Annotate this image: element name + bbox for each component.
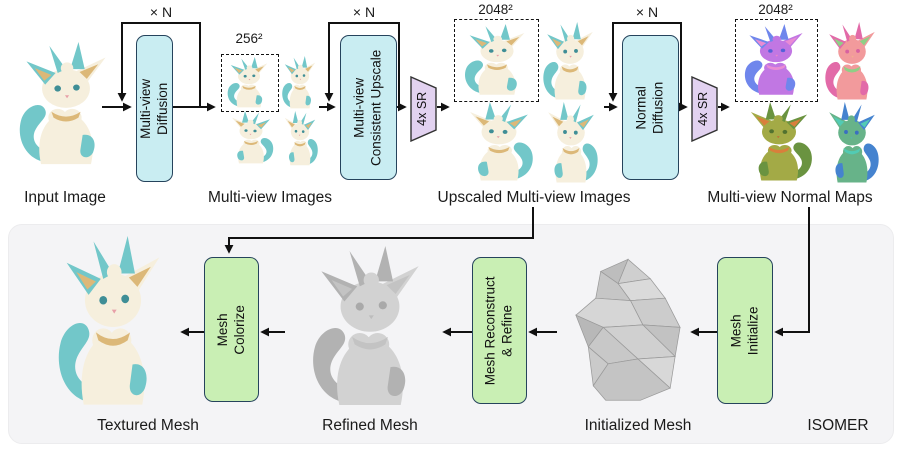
- sr-label: 4x SR: [415, 91, 430, 127]
- refined-mesh-label: Refined Mesh: [322, 417, 418, 434]
- normal-map-back: [742, 102, 816, 183]
- multiview-image-side: [280, 56, 320, 110]
- module-label-line: Multi-view: [351, 77, 367, 138]
- isomer-label: ISOMER: [807, 417, 869, 434]
- resolution-dashed-box: [454, 19, 539, 102]
- multiview-images-label: Multi-view Images: [207, 189, 333, 206]
- normal-maps-label: Multi-view Normal Maps: [707, 189, 873, 206]
- textured-mesh-label: Textured Mesh: [97, 417, 199, 434]
- sr-module-2: 4x SR: [691, 76, 718, 142]
- module-label-line: Initialize: [745, 306, 760, 355]
- multiview-diffusion-module: Multi-view Diffusion: [136, 35, 173, 182]
- sr-label: 4x SR: [696, 91, 711, 127]
- mesh-initialize-module: Mesh Initialize: [717, 257, 773, 404]
- module-label-line: Colorize: [231, 304, 247, 355]
- refined-mesh-image: [306, 246, 434, 410]
- normal-map-side2: [822, 102, 882, 185]
- input-image: [14, 42, 118, 168]
- resolution-dashed-box: [221, 54, 279, 112]
- upscaled-image-side2: [541, 102, 601, 185]
- module-label-line: Multi-view: [137, 78, 153, 139]
- initialized-mesh-image: [566, 252, 690, 410]
- input-image-label: Input Image: [24, 189, 106, 206]
- module-label-line: Diffusion: [650, 81, 666, 134]
- multiview-image-back: [226, 111, 276, 165]
- trapezoid-shape: [691, 76, 718, 142]
- normal-map-side: [822, 22, 882, 102]
- normal-map-front: [741, 24, 811, 97]
- module-label-line: & Refine: [499, 304, 515, 357]
- upscaled-image-front: [461, 24, 533, 97]
- module-label-line: Consistent Upscale: [368, 49, 384, 166]
- mesh-reconstruct-module: Mesh Reconstruct & Refine: [472, 257, 527, 404]
- multiview-image-front: [225, 57, 273, 109]
- module-label-line: Mesh Reconstruct: [482, 276, 498, 385]
- loop-label-2: × N: [352, 4, 376, 20]
- resolution-label-256: 256²: [235, 31, 263, 46]
- loop-label-1: × N: [149, 4, 173, 20]
- loop-label-3: × N: [635, 4, 659, 20]
- mesh-colorize-module: Mesh Colorize: [204, 257, 259, 402]
- sr-module-1: 4x SR: [410, 76, 437, 142]
- module-label-line: Diffusion: [154, 82, 170, 135]
- module-label-line: Mesh: [728, 314, 744, 348]
- textured-mesh-image: [52, 236, 174, 410]
- resolution-dashed-box: [735, 19, 818, 102]
- resolution-label-2048-b: 2048²: [758, 2, 793, 17]
- resolution-label-2048-a: 2048²: [478, 2, 513, 17]
- initialized-mesh-label: Initialized Mesh: [584, 417, 692, 434]
- upscaled-images-label: Upscaled Multi-view Images: [437, 189, 631, 206]
- module-label-line: Normal: [633, 85, 649, 130]
- trapezoid-shape: [410, 76, 437, 142]
- multiview-image-side2: [280, 111, 320, 167]
- upscaled-image-side: [540, 22, 600, 102]
- module-label-line: Mesh: [214, 313, 230, 347]
- normal-diffusion-module: Normal Diffusion: [622, 35, 679, 180]
- consistent-upscale-module: Multi-view Consistent Upscale: [340, 35, 397, 180]
- upscaled-image-back: [461, 102, 537, 183]
